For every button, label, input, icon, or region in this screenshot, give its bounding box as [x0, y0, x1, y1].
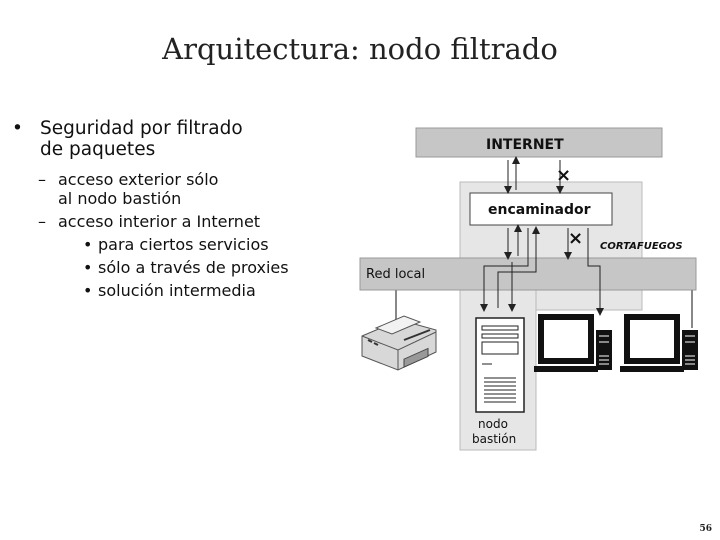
- slide-title: Arquitectura: nodo filtrado: [162, 32, 558, 66]
- internet-band: [415, 127, 663, 158]
- firewall-label: CORTAFUEGOS: [600, 241, 683, 252]
- internet-label: INTERNET: [486, 137, 564, 153]
- workstation-1-icon: [534, 314, 612, 372]
- blocked-mark-top: ×: [556, 165, 571, 186]
- lan-label: Red local: [366, 267, 425, 282]
- blocked-mark-bottom: ×: [568, 228, 583, 249]
- sub-sub-bullet-3: solución intermedia: [12, 281, 332, 300]
- bullet-main-line1: Seguridad por filtrado: [40, 118, 243, 139]
- arrow-router-to-workstation: [587, 228, 604, 316]
- bullet-main: Seguridad por filtrado de paquetes: [12, 118, 332, 160]
- workstation-2-icon: [620, 314, 698, 372]
- bastion-label-line1: nodo: [478, 417, 508, 431]
- slide-number: 56: [699, 524, 712, 534]
- router-label: encaminador: [488, 202, 591, 218]
- sub-sub-bullet-1: para ciertos servicios: [12, 235, 332, 254]
- bastion-label-line2: bastión: [472, 432, 516, 446]
- bullet-list: Seguridad por filtrado de paquetes acces…: [12, 118, 332, 300]
- sub-bullet-interior: acceso interior a Internet: [12, 212, 332, 231]
- arrow-bastion-to-router: [497, 226, 540, 308]
- bullet-main-line2: de paquetes: [40, 139, 156, 160]
- arrow-router-to-bastion: [480, 228, 529, 312]
- router-box: [469, 192, 613, 226]
- printer-icon: [361, 315, 437, 371]
- sub-bullet-exterior-line1: acceso exterior sólo: [58, 170, 219, 189]
- sub-bullet-exterior: acceso exterior sólo al nodo bastión: [12, 170, 332, 208]
- bastion-host-icon: [475, 317, 525, 413]
- sub-sub-bullet-2: sólo a través de proxies: [12, 258, 332, 277]
- sub-bullet-exterior-line2: al nodo bastión: [58, 189, 182, 208]
